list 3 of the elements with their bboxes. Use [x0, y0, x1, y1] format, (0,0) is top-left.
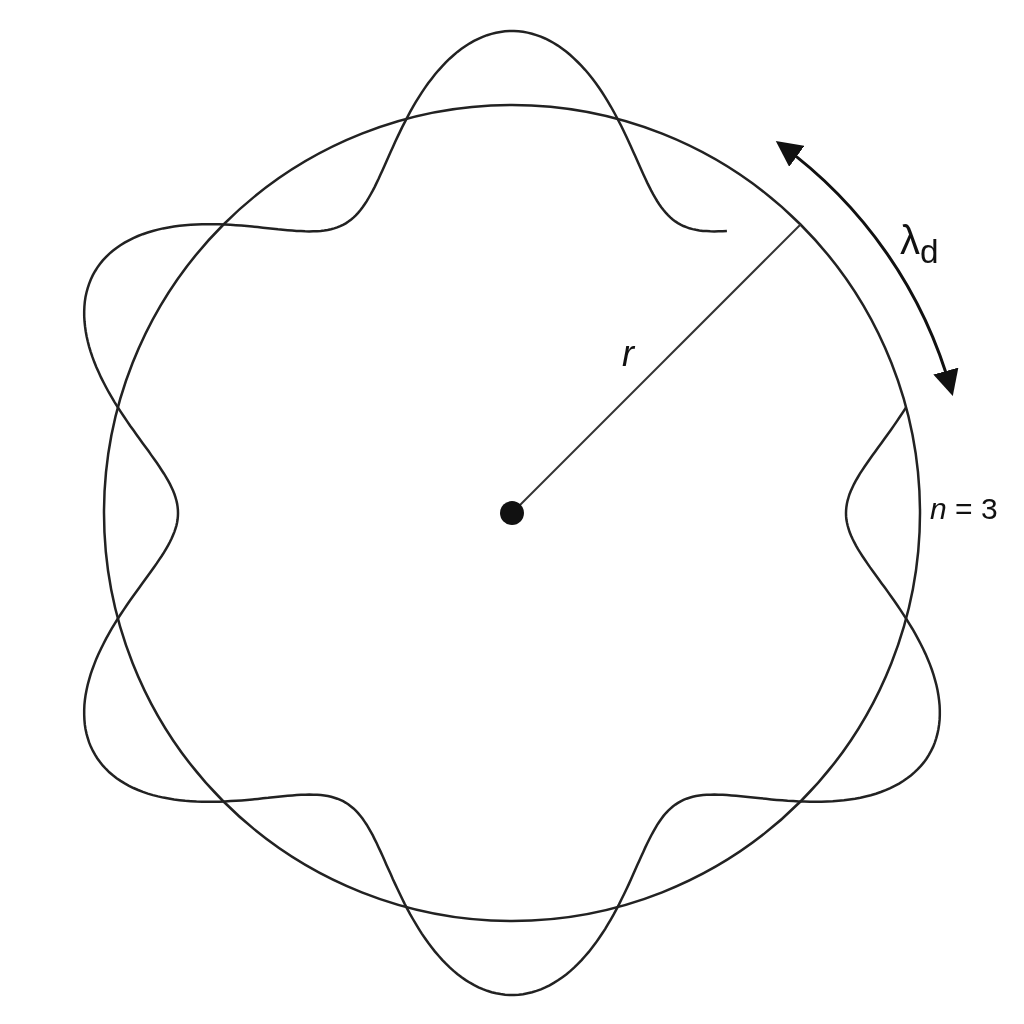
wavelength-label: λ$_{d}$ [900, 220, 939, 269]
quantum-number-label: n = 3 [930, 494, 998, 524]
radius-label: r [622, 336, 634, 372]
